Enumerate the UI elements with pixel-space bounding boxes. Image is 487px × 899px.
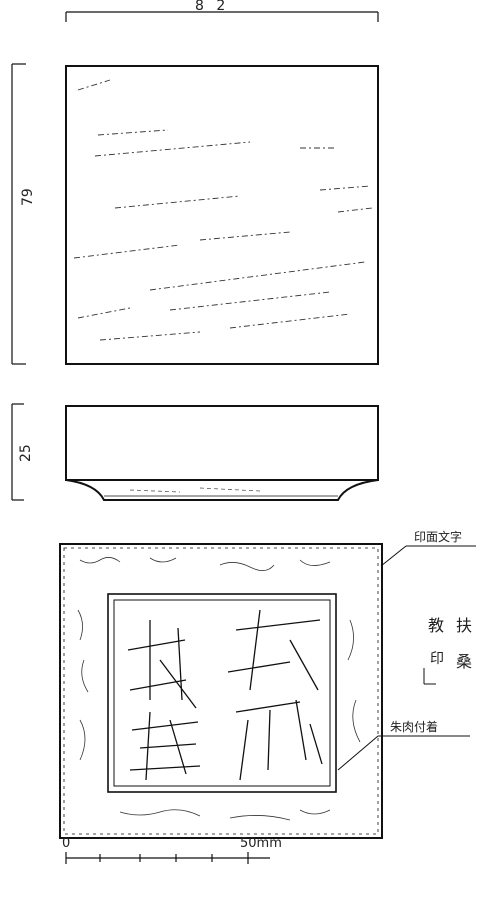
scale-end-label: 50mm [240,836,282,851]
face-height-dimension-line [11,63,26,365]
scale-start-label: 0 [62,836,71,851]
seal-face-text-label: 印面文字 [414,530,463,544]
inscription-char-fu: 扶 [456,616,473,635]
side-height-dimension-line [11,403,24,501]
vermilion-attached-label: 朱肉付着 [390,720,439,734]
scale-bar [65,852,270,864]
top-view-square [65,65,379,365]
inscription-char-in: 印 [430,651,444,667]
top-width-label: 8 2 [195,0,230,14]
side-view [65,405,379,501]
top-dimension-line [65,11,379,22]
side-height-label: 25 [18,444,34,462]
inscription-char-kyo: 教 [428,616,445,635]
inscription-char-sang: 桑 [456,652,473,671]
face-height-label: 79 [20,188,36,206]
leader-lines [337,545,476,771]
seal-face [59,543,383,839]
